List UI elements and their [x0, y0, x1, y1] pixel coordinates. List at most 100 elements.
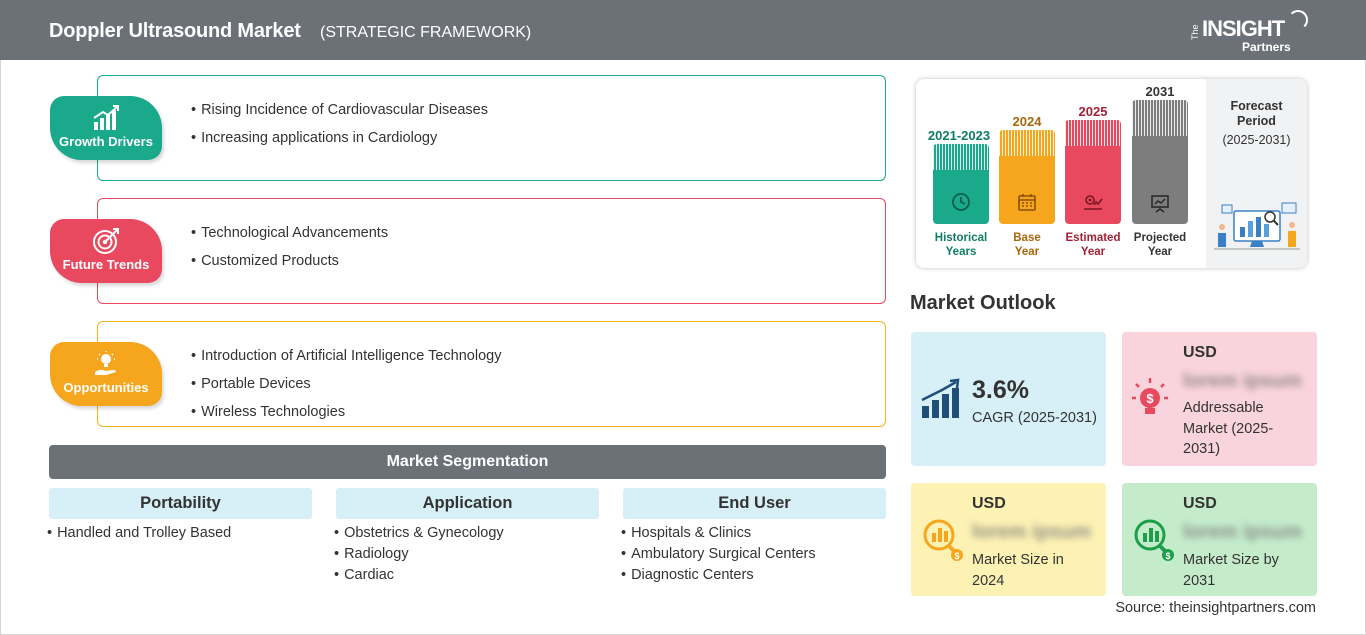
- growth-drivers-badge: Growth Drivers: [50, 96, 162, 160]
- forecast-label-line2: Period: [1237, 114, 1276, 128]
- addressable-label: Addressable Market (2025- 2031): [1183, 398, 1273, 460]
- label-line: Market (2025-: [1183, 420, 1274, 437]
- cagr-card: 3.6% CAGR (2025-2031): [911, 332, 1106, 466]
- size-2024-label: Market Size in 2024: [972, 550, 1064, 591]
- timeline-year-projected: 2031: [1120, 84, 1200, 99]
- list-item: Diagnostic Centers: [621, 565, 816, 586]
- bar-stripes: [1065, 120, 1121, 146]
- label-line: 2031): [1183, 441, 1221, 457]
- timeline-card: Forecast Period (2025-2031) 2021-2023 Hi…: [916, 79, 1307, 268]
- logo-main-text: INSIGHT: [1202, 16, 1285, 41]
- timeline-year-estimated: 2025: [1053, 104, 1133, 119]
- svg-text:$: $: [954, 551, 959, 561]
- year-text: 2031: [1145, 84, 1175, 99]
- future-trends-list: Technological Advancements Customized Pr…: [191, 219, 388, 275]
- label-line: Addressable: [1183, 400, 1264, 416]
- list-item: Increasing applications in Cardiology: [191, 124, 488, 152]
- size-2031-label: Market Size by 2031: [1183, 550, 1279, 591]
- growth-chart-icon: [93, 105, 119, 130]
- bar-stripes: [999, 130, 1055, 156]
- year-text: 2024: [1012, 114, 1042, 129]
- segment-header-end-user: End User: [623, 488, 886, 519]
- logo-sub-text: Partners: [1242, 40, 1291, 54]
- bar-stripes: [1132, 100, 1188, 136]
- opportunities-badge: Opportunities: [50, 342, 162, 406]
- timeline-bar-projected: [1132, 100, 1188, 224]
- magnifier-chart-icon: $: [1134, 519, 1174, 561]
- label-line: Market Size by: [1183, 552, 1279, 568]
- label-line: Year: [1080, 246, 1106, 258]
- future-trends-badge: Future Trends: [50, 219, 162, 283]
- forecast-label-line1: Forecast: [1230, 99, 1283, 113]
- timeline-bar-estimated: [1065, 120, 1121, 224]
- growth-drivers-list: Rising Incidence of Cardiovascular Disea…: [191, 96, 488, 152]
- timeline-label-estimated: Estimated Year: [1053, 231, 1133, 259]
- growth-bars-icon: [921, 378, 960, 418]
- size-2024-currency: USD: [972, 495, 1006, 512]
- page-subtitle: (STRATEGIC FRAMEWORK): [320, 24, 532, 41]
- addressable-value: lorem ipsum: [1183, 370, 1302, 392]
- source-note: Source: theinsightpartners.com: [1115, 600, 1316, 616]
- list-item: Obstetrics & Gynecology: [334, 523, 504, 544]
- cagr-label: CAGR (2025-2031): [972, 410, 1097, 426]
- market-outlook-title: Market Outlook: [910, 292, 1056, 314]
- segment-header-application: Application: [336, 488, 599, 519]
- label-line: Historical: [934, 232, 988, 244]
- timeline-bar-historical: [933, 144, 989, 224]
- timeline-label-base: Base Year: [987, 231, 1067, 259]
- market-size-2031-card: $ USD lorem ipsum Market Size by 2031: [1122, 483, 1317, 596]
- label-line: Estimated: [1065, 232, 1121, 244]
- presentation-board-icon: [1151, 195, 1169, 213]
- svg-text:$: $: [1165, 551, 1170, 561]
- list-item: Hospitals & Clinics: [621, 523, 816, 544]
- list-item: Handled and Trolley Based: [47, 523, 231, 544]
- opportunities-label: Opportunities: [63, 380, 149, 395]
- future-trends-label: Future Trends: [62, 257, 150, 272]
- analytics-illustration-icon: [1214, 202, 1300, 250]
- forecast-period-panel: Forecast Period (2025-2031): [1206, 79, 1307, 268]
- list-item: Rising Incidence of Cardiovascular Disea…: [191, 96, 488, 124]
- list-item: Radiology: [334, 544, 504, 565]
- list-item: Portable Devices: [191, 370, 501, 398]
- end-user-list: Hospitals & Clinics Ambulatory Surgical …: [621, 523, 816, 586]
- label-line: Base: [1013, 232, 1041, 244]
- bar-stripes: [933, 144, 989, 170]
- growth-drivers-box: Rising Incidence of Cardiovascular Disea…: [97, 75, 886, 181]
- portability-list: Handled and Trolley Based: [47, 523, 231, 544]
- size-2031-currency: USD: [1183, 495, 1217, 512]
- growth-drivers-label: Growth Drivers: [59, 134, 153, 149]
- label-line: Projected: [1133, 232, 1187, 244]
- label-line: Market Size in: [972, 552, 1064, 568]
- addressable-currency: USD: [1183, 344, 1217, 361]
- cagr-value: 3.6%: [972, 376, 1029, 404]
- logo-arc-icon: [1288, 10, 1308, 30]
- insight-partners-logo[interactable]: The INSIGHT Partners: [1190, 10, 1310, 54]
- svg-text:$: $: [1146, 391, 1154, 406]
- year-text: 2021-2023: [927, 128, 991, 143]
- label-line: Year: [1147, 246, 1173, 258]
- calendar-icon: [1018, 194, 1036, 211]
- page-title: Doppler Ultrasound Market: [49, 20, 301, 42]
- header-bar: Doppler Ultrasound Market (STRATEGIC FRA…: [0, 0, 1366, 60]
- timeline-bar-base: [999, 130, 1055, 224]
- segment-header-portability: Portability: [49, 488, 312, 519]
- list-item: Ambulatory Surgical Centers: [621, 544, 816, 565]
- list-item: Technological Advancements: [191, 219, 388, 247]
- logo-the-text: The: [1190, 24, 1200, 40]
- list-item: Introduction of Artificial Intelligence …: [191, 342, 501, 370]
- lightbulb-dollar-icon: $: [1132, 378, 1168, 414]
- list-item: Customized Products: [191, 247, 388, 275]
- addressable-market-card: $ USD lorem ipsum Addressable Market (20…: [1122, 332, 1317, 466]
- opportunities-list: Introduction of Artificial Intelligence …: [191, 342, 501, 426]
- clock-history-icon: [952, 193, 970, 211]
- timeline-label-projected: Projected Year: [1120, 231, 1200, 259]
- settings-chart-icon: [1084, 195, 1103, 210]
- size-2031-value: lorem ipsum: [1183, 521, 1302, 543]
- magnifier-chart-icon: $: [923, 519, 963, 561]
- forecast-range: (2025-2031): [1222, 133, 1291, 147]
- label-line: Years: [945, 246, 977, 258]
- size-2024-value: lorem ipsum: [972, 521, 1091, 543]
- timeline-year-historical: 2021-2023: [919, 128, 999, 143]
- label-line: 2031: [1183, 572, 1216, 589]
- timeline-year-base: 2024: [987, 114, 1067, 129]
